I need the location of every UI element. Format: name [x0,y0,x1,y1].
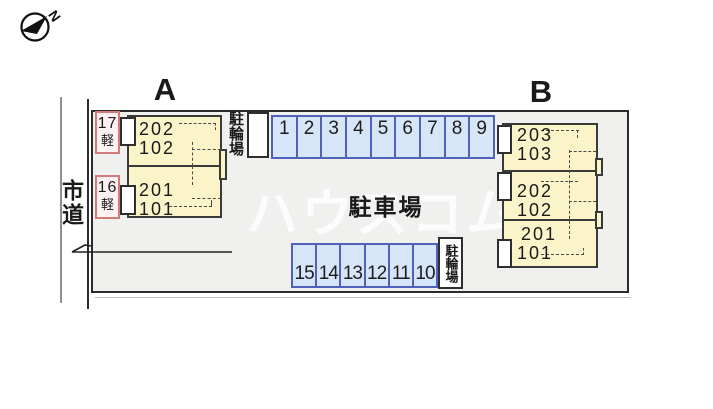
parking-space-2: 2 [298,117,323,157]
entrance-arrow [71,244,232,253]
building-b-body [502,123,598,268]
parking-space-12: 12 [366,245,390,286]
floor-divider-line [128,165,221,167]
interior-wall-dash [577,130,578,138]
unit-number: 101 [517,243,554,263]
parking-space-14: 14 [317,245,342,286]
entrance-porch [120,185,136,215]
entrance-porch [120,117,136,146]
interior-wall-dash [192,198,221,199]
compass-north-icon: N [20,7,64,42]
interior-wall-dash [541,254,584,255]
unit-number: 201 [139,180,176,200]
interior-wall-dash [583,248,584,255]
interior-wall-dash [169,206,212,207]
unit-number: 102 [517,200,554,220]
floor-divider-line [503,219,597,221]
parking-space-11: 11 [390,245,414,286]
unit-number: 203 [517,125,554,145]
interior-wall-dash [569,151,596,152]
parking-space-9: 9 [476,118,487,139]
bicycle-parking-label-bottom: 駐輪場 [443,243,459,283]
parking-space-13: 13 [341,245,366,286]
parking-lot-label: 駐車場 [348,194,424,220]
unit-number: 103 [517,144,554,164]
interior-wall-dash [179,123,216,124]
unit-number: 201 [521,224,558,244]
kei-space-type: 軽 [100,197,114,212]
road-label: 市道 [59,179,84,227]
unit-number: 202 [517,181,554,201]
parking-space-6: 6 [396,117,422,157]
balcony-divider [595,158,603,176]
kei-space-type: 軽 [100,133,114,148]
entrance-porch [497,239,512,268]
parking-spaces-bottom-row: 15 14 13 12 11 10 [291,243,438,288]
parking-space-5: 5 [372,117,397,157]
road-edge-line-outer [60,97,62,303]
interior-wall-dash [541,181,578,182]
unit-number: 101 [139,199,176,219]
entrance-porch [497,125,512,154]
parking-space-4: 4 [347,117,372,157]
parking-space-3: 3 [322,117,348,157]
balcony-divider [219,149,227,180]
interior-wall-dash [569,150,570,239]
building-b-label: B [529,74,553,109]
road-edge-line-inner [87,99,89,309]
interior-wall-dash [211,200,212,206]
kei-space-number: 17 [97,115,118,132]
parking-space-10: 10 [415,263,435,284]
parking-space-7: 7 [421,117,446,157]
interior-wall-dash [192,142,193,166]
parking-space-8: 8 [446,117,471,157]
kei-space-16: 16 軽 [95,175,120,219]
parking-spaces-top-row: 1 2 3 4 5 6 7 8 9 [271,115,495,159]
interior-wall-dash [215,123,216,130]
floor-divider-line [503,170,597,172]
interior-wall-dash [541,130,579,131]
bicycle-shed-top [247,112,269,158]
bicycle-parking-label-top: 駐輪場 [227,111,244,156]
building-a-label: A [153,72,177,107]
kei-space-number: 16 [97,179,118,196]
kei-space-17: 17 軽 [95,111,120,154]
watermark: ハウスコム [246,186,522,244]
unit-number: 202 [139,119,176,139]
interior-wall-dash [192,149,221,150]
entrance-porch [497,172,512,201]
parking-space-1: 1 [273,117,298,157]
bicycle-shed-bottom: 駐輪場 [438,237,463,289]
interior-wall-dash [192,166,193,185]
parking-space-15: 15 [293,245,318,286]
unit-number: 102 [139,138,176,158]
interior-wall-dash [569,201,596,202]
site-boundary-shadow [95,297,631,298]
